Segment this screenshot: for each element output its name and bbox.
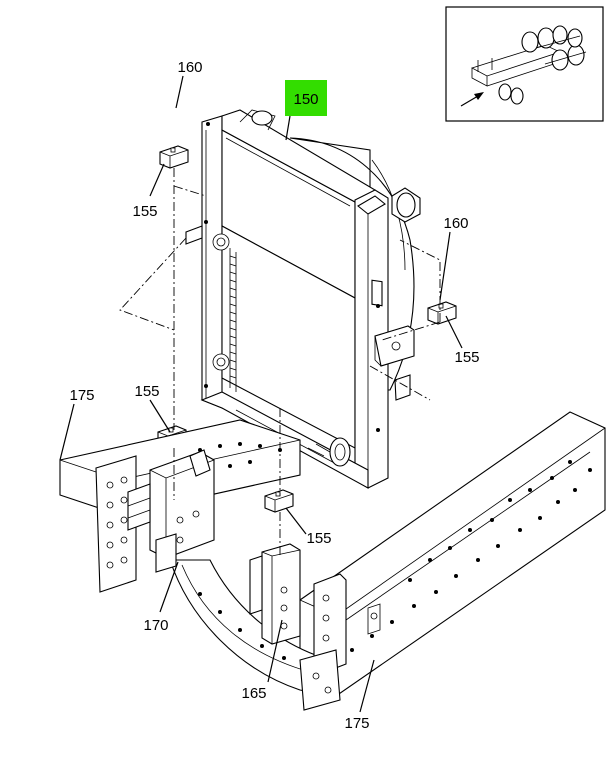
chassis-thumbnail (470, 25, 587, 105)
locator-inset (445, 6, 604, 122)
leader-lines (59, 75, 463, 713)
isolator-top-left (159, 145, 189, 169)
callout-155-mid[interactable]: 155 (134, 383, 159, 400)
front-crossmember (169, 559, 331, 697)
right-support-bracket (249, 543, 301, 645)
assembly-centerlines (119, 168, 441, 556)
left-support-bracket (127, 449, 215, 573)
callout-150-highlight (285, 80, 327, 116)
callout-150[interactable]: 150 (293, 91, 318, 108)
callout-155-right[interactable]: 155 (454, 349, 479, 366)
isolator-right (427, 301, 457, 325)
callout-175-bottom[interactable]: 175 (344, 715, 369, 732)
callout-155-top[interactable]: 155 (132, 203, 157, 220)
right-frame-gusset (299, 573, 381, 711)
core-fins-left (229, 248, 237, 392)
callout-160-top[interactable]: 160 (177, 59, 202, 76)
callout-175-left[interactable]: 175 (69, 387, 94, 404)
callout-160-right[interactable]: 160 (443, 215, 468, 232)
radiator-side-bracket (374, 325, 415, 367)
callout-155-lower[interactable]: 155 (306, 530, 331, 547)
isolator-lower (264, 489, 294, 513)
locator-arrow (460, 92, 484, 107)
callout-165[interactable]: 165 (241, 685, 266, 702)
callout-170[interactable]: 170 (143, 617, 168, 634)
left-frame-gusset (95, 455, 137, 593)
